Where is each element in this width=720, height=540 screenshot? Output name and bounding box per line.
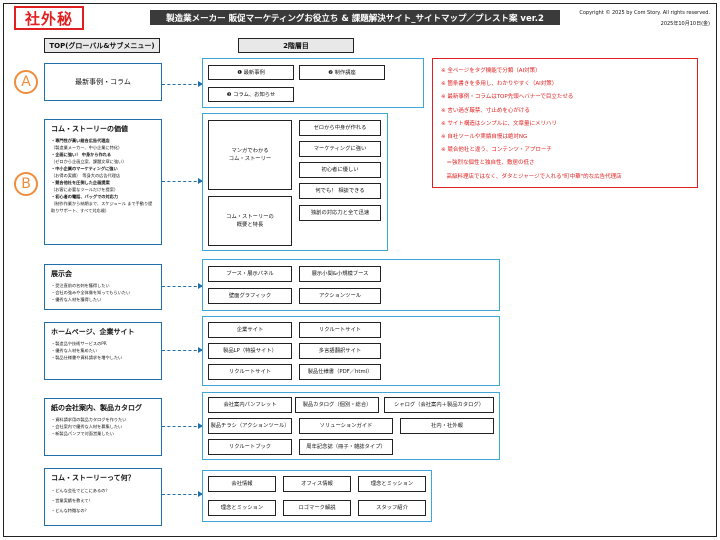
section-b-line: ・中小企業のマーケティングに強い bbox=[51, 166, 118, 171]
note-line: ＝強烈な個性と独自性、敷居の低さ bbox=[441, 160, 535, 167]
section-web-title: ホームページ、企業サイト bbox=[51, 328, 135, 336]
section-expo-card[interactable]: 展示会 ・受注直前の名刺を獲得したい ・会社の強みや全体像を知ってもらいたい ・… bbox=[44, 264, 162, 310]
box-production-course[interactable]: ❷ 制作講座 bbox=[299, 65, 385, 80]
box-solution-guide[interactable]: ソリューションガイド bbox=[299, 418, 393, 434]
box-company-brochure[interactable]: 会社案内パンフレット bbox=[208, 397, 292, 413]
section-about-card[interactable]: コム・ストーリーって何？ ・どんな会社でどこにあるの？ ・営業実績を教えて！ ・… bbox=[44, 468, 162, 526]
section-catalog-card[interactable]: 紙の会社案内、製品カタログ ・資料請求用の製品カタログを作りたい ・会社案内で優… bbox=[44, 398, 162, 456]
section-catalog-title: 紙の会社案内、製品カタログ bbox=[51, 404, 142, 412]
section-b-line: ・競合他社を圧倒した企画提案 bbox=[51, 180, 110, 185]
section-about-line: ・どんな特徴なの？ bbox=[51, 508, 89, 513]
section-b-card[interactable]: コム・ストーリーの価値 ・専門性が高い総合広告代理店 （製造業メーカー、中小企業… bbox=[44, 119, 162, 245]
arrow-about bbox=[162, 491, 203, 497]
box-manga-about[interactable]: マンガでわかる コム・ストーリー bbox=[208, 120, 292, 190]
box-unique-response[interactable]: 独創の対応力と全て迅速 bbox=[299, 205, 381, 221]
section-catalog-line: ・会社案内で優秀な人材を募集したい bbox=[51, 424, 123, 429]
box-office-info[interactable]: オフィス情報 bbox=[283, 476, 351, 492]
section-catalog-line: ・新製品パンフで対面営業したい bbox=[51, 431, 114, 436]
section-about-line: ・どんな会社でどこにあるの？ bbox=[51, 488, 110, 493]
confidential-stamp: 社外秘 bbox=[14, 6, 84, 30]
marker-b: B bbox=[14, 172, 38, 196]
section-b-line: 取りサポート、すべて対応歳） bbox=[51, 208, 110, 213]
note-line: ※ 全ページをタグ機能で分類（AI対策） bbox=[441, 68, 541, 74]
box-marketing-strong[interactable]: マーケティングに強い bbox=[299, 141, 381, 157]
section-web-line: ・優秀な人材を集めたい bbox=[51, 348, 98, 353]
box-product-lp[interactable]: 製品LP（特設サイト） bbox=[208, 343, 292, 359]
header-top-menu: TOP(グローバル&サブメニュー) bbox=[44, 38, 160, 53]
note-line: ※ 最新事例・コラムはTOP先頭ヘバナーで目立たせる bbox=[441, 94, 574, 101]
box-consult-anything[interactable]: 何でも！ 相談できる bbox=[299, 183, 381, 199]
section-b-line: （お客に必要なツールだけを提案） bbox=[51, 187, 119, 192]
section-b-line: （ゼロから企画立案、課題文章に強い） bbox=[51, 159, 127, 164]
section-expo-title: 展示会 bbox=[51, 270, 72, 278]
section-b-line: ・初心者の電話、バッグでの対応力 bbox=[51, 194, 119, 199]
box-product-flyer[interactable]: 製品チラシ（アクションツール） bbox=[208, 418, 292, 434]
box-beginner-friendly[interactable]: 初心者に優しい bbox=[299, 162, 381, 178]
copyright-block: Copyright © 2025 by Com Story. All right… bbox=[570, 8, 710, 30]
section-b-line: （お得の実績） 等身大の広告代理店 bbox=[51, 173, 121, 178]
note-line: ※ サイト構造はシンプルに、文章量にメリハリ bbox=[441, 120, 558, 127]
arrow-catalog bbox=[162, 423, 203, 429]
section-web-card[interactable]: ホームページ、企業サイト ・製造品や技術サービスのPR ・優秀な人材を集めたい … bbox=[44, 322, 162, 380]
marker-a: A bbox=[14, 70, 38, 94]
arrow-a bbox=[162, 81, 203, 87]
overview-line1: コム・ストーリーの bbox=[226, 214, 274, 220]
box-anniversary-book[interactable]: 周年記念誌（冊子・雑誌タイプ） bbox=[299, 439, 393, 455]
section-b-line: ・企画に強い！ 中身から作れる bbox=[51, 152, 112, 157]
page-title: 製造業メーカー 販促マーケティングお役立ち & 課題解決サイト_サイトマップ／プ… bbox=[150, 10, 560, 25]
box-latest-cases[interactable]: ❶ 最新事例 bbox=[208, 65, 294, 80]
notes-panel: ※ 全ページをタグ機能で分類（AI対策） ※ 箇条書きを多用し、わかりやすく（A… bbox=[432, 58, 698, 188]
section-catalog-line: ・資料請求用の製品カタログを作りたい bbox=[51, 417, 127, 422]
manga-title-line2: コム・ストーリー bbox=[228, 156, 272, 162]
section-b-line: ・専門性が高い総合広告代理店 bbox=[51, 138, 110, 143]
box-column-news[interactable]: ❸ コラム、お知らせ bbox=[208, 87, 294, 102]
overview-line2: 概要と特長 bbox=[236, 222, 264, 228]
box-staff-intro[interactable]: スタッフ紹介 bbox=[358, 500, 426, 516]
box-recruit-site[interactable]: リクルートサイト bbox=[299, 322, 381, 338]
section-about-line: ・営業実績を教えて！ bbox=[51, 498, 93, 503]
box-corporate-site[interactable]: 企業サイト bbox=[208, 322, 292, 338]
box-recruit-site-2[interactable]: リクルートサイト bbox=[208, 364, 292, 380]
section-expo-line: ・受注直前の名刺を獲得したい bbox=[51, 283, 110, 288]
arrow-b bbox=[162, 178, 203, 184]
arrow-web bbox=[162, 347, 203, 353]
note-line: ※ 箇条書きを多用し、わかりやすく（AI対策） bbox=[441, 81, 558, 88]
section-web-line: ・製造品や技術サービスのPR bbox=[51, 341, 107, 346]
section-a-title: 最新事例・コラム bbox=[75, 78, 131, 86]
box-shalog[interactable]: シャログ（会社案内＋製品カタログ） bbox=[384, 397, 494, 413]
manga-title-line1: マンガでわかる bbox=[231, 148, 269, 154]
section-web-line: ・製品仕様書や資料請求を増やしたい bbox=[51, 355, 123, 360]
box-philosophy-mission[interactable]: 理念とミッション bbox=[358, 476, 426, 492]
box-logo-explanation[interactable]: ロゴマーク解説 bbox=[283, 500, 351, 516]
date-text: 2025年10月10日(金) bbox=[660, 21, 710, 27]
box-spec-sheet[interactable]: 製品仕様書（PDF／html） bbox=[299, 364, 381, 380]
arrow-expo bbox=[162, 283, 203, 289]
box-zero-content[interactable]: ゼロから中身が作れる bbox=[299, 120, 381, 136]
note-line: ※ 言い過ぎ厳禁、寸止めを心がける bbox=[441, 107, 530, 114]
box-philosophy-mission-2[interactable]: 理念とミッション bbox=[208, 500, 276, 516]
box-recruit-book[interactable]: リクルートブック bbox=[208, 439, 292, 455]
note-line: 高級料理店ではなく、ダタとジャージで入れる"町中華"的な広告代理店 bbox=[441, 173, 622, 180]
section-expo-line: ・優秀な人材を獲得したい bbox=[51, 297, 102, 302]
box-small-booth[interactable]: 展示小間&小規模ブース bbox=[299, 266, 381, 282]
section-b-line: （制作作業から納期まで、スケジュール まで手動り提 bbox=[51, 201, 153, 206]
note-line: ※ 競合他社と違う、コンテンツ・アプローチ bbox=[441, 147, 552, 154]
note-line: ※ 自社ツールや実績自慢は絶対NG bbox=[441, 134, 528, 141]
box-wall-graphic[interactable]: 壁面グラフィック bbox=[208, 288, 292, 304]
copyright-text: Copyright © 2025 by Com Story. All right… bbox=[579, 10, 710, 16]
box-company-info[interactable]: 会社情報 bbox=[208, 476, 276, 492]
box-product-catalog[interactable]: 製品カタログ（個別・総合） bbox=[295, 397, 379, 413]
section-b-title: コム・ストーリーの価値 bbox=[51, 125, 128, 133]
section-expo-line: ・会社の強みや全体像を知ってもらいたい bbox=[51, 290, 131, 295]
header-second-level: 2階層目 bbox=[238, 38, 354, 53]
box-overview[interactable]: コム・ストーリーの 概要と特長 bbox=[208, 196, 292, 246]
section-a-card[interactable]: 最新事例・コラム bbox=[44, 63, 162, 101]
box-action-tool[interactable]: アクションツール bbox=[299, 288, 381, 304]
section-b-line: （製造業メーカー、中小企業に特化） bbox=[51, 145, 123, 150]
box-internal-newsletter[interactable]: 社内・社外報 bbox=[400, 418, 494, 434]
section-about-title: コム・ストーリーって何？ bbox=[51, 474, 135, 482]
box-booth-panel[interactable]: ブース・展示パネル bbox=[208, 266, 292, 282]
box-multilingual-site[interactable]: 多言語翻訳サイト bbox=[299, 343, 381, 359]
page-frame bbox=[3, 3, 717, 537]
